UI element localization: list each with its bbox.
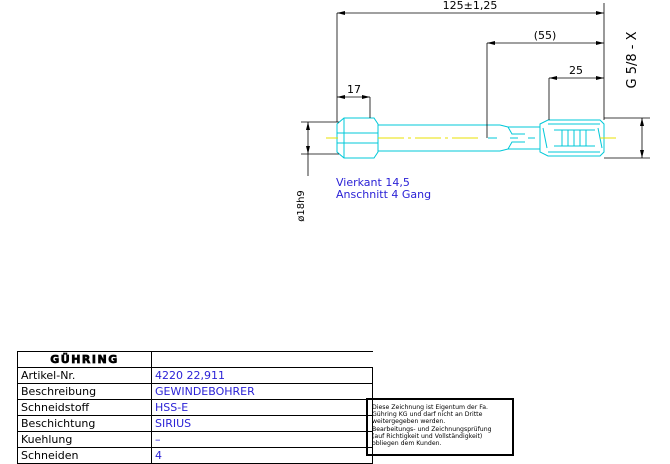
table-row: Beschichtung SIRIUS <box>17 415 373 432</box>
description-value: GEWINDEBOHRER <box>151 383 373 400</box>
title-block: GÜHRING Artikel-Nr. 4220 22,911 Beschrei… <box>17 351 373 464</box>
table-row: Beschreibung GEWINDEBOHRER <box>17 383 373 400</box>
cooling-label: Kuehlung <box>17 431 152 448</box>
flutes-value: 4 <box>151 447 373 464</box>
flutes-label: Schneiden <box>17 447 152 464</box>
coating-value: SIRIUS <box>151 415 373 432</box>
shank-diameter-dim: ø18h9 <box>296 190 307 222</box>
brand-logo: GÜHRING <box>17 351 152 368</box>
cutting-material-label: Schneidstoff <box>17 399 152 416</box>
dimension-arrows <box>306 11 644 158</box>
table-row: Schneiden 4 <box>17 447 373 464</box>
ownership-notice: Diese Zeichnung ist Eigentum der Fa. Güh… <box>366 398 514 456</box>
shank-length-dim: (55) <box>534 29 557 42</box>
table-row: Artikel-Nr. 4220 22,911 <box>17 367 373 384</box>
square-note: Vierkant 14,5 <box>336 176 410 189</box>
cooling-value: – <box>151 431 373 448</box>
overall-length-dim: 125±1,25 <box>443 0 498 12</box>
notice-line: (auf Richtigkeit und Vollständigkeit) <box>372 432 483 440</box>
article-number-value: 4220 22,911 <box>151 367 373 384</box>
tap-outline <box>336 117 605 159</box>
table-row: Schneidstoff HSS-E <box>17 399 373 416</box>
description-label: Beschreibung <box>17 383 152 400</box>
dimension-lines <box>301 3 650 176</box>
notice-line: Bearbeitungs- und Zeichnungsprüfung <box>372 425 492 433</box>
table-row: Kuehlung – <box>17 431 373 448</box>
notice-line: Gühring KG und darf nicht an Dritte <box>372 411 483 419</box>
coating-label: Beschichtung <box>17 415 152 432</box>
notice-line: Diese Zeichnung ist Eigentum der Fa. <box>372 404 488 411</box>
chamfer-note: Anschnitt 4 Gang <box>336 188 431 201</box>
square-length-dim: 17 <box>347 83 361 96</box>
notice-line: obliegen dem Kunden. <box>372 440 442 448</box>
notice-line: weitergegeben werden. <box>372 418 446 426</box>
thread-length-dim: 25 <box>569 64 583 77</box>
thread-size-dim: G 5/8 - X <box>625 31 640 88</box>
article-number-label: Artikel-Nr. <box>17 367 152 384</box>
cutting-material-value: HSS-E <box>151 399 373 416</box>
